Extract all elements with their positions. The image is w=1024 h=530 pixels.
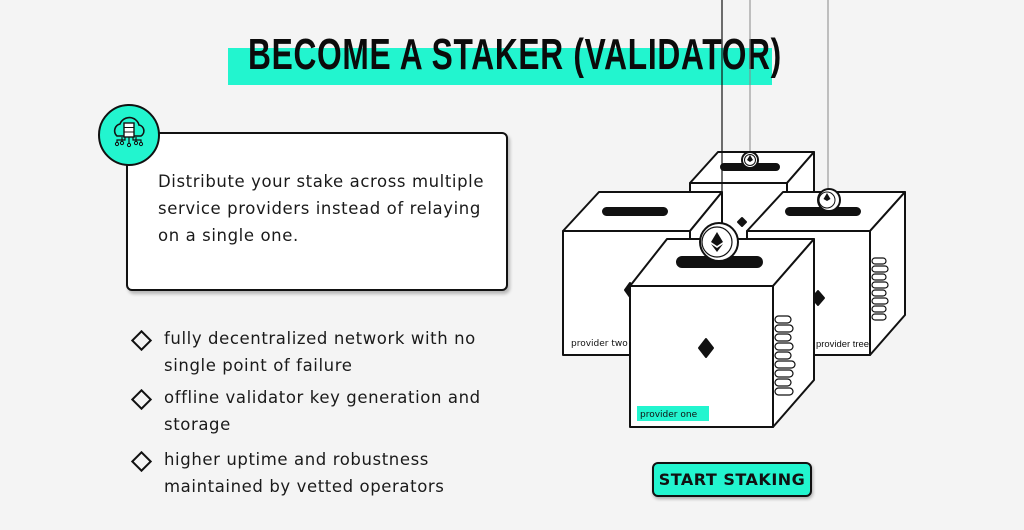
ethereum-coin-icon [699, 222, 739, 262]
feature-text: fully decentralized network with no sing… [164, 329, 476, 375]
coin-icon [817, 188, 841, 212]
feature-text: higher uptime and robustness maintained … [164, 450, 445, 496]
cloud-server-icon [98, 104, 160, 166]
provider-one-highlight [637, 406, 709, 421]
provider-one-label: provider one [640, 410, 698, 420]
feature-text: offline validator key generation and sto… [164, 388, 481, 434]
start-staking-button[interactable]: START STAKING [652, 462, 812, 497]
info-card-text: Distribute your stake across multiple se… [158, 172, 485, 245]
provider-two-label: provider two [571, 339, 628, 349]
box-provider-one [629, 238, 815, 428]
title-highlight [228, 48, 772, 85]
page-title: BECOME A STAKER (VALIDATOR) [248, 30, 782, 79]
info-card [126, 132, 508, 291]
provider-tree-label: provider tree [816, 339, 869, 349]
coin-icon [741, 151, 759, 169]
